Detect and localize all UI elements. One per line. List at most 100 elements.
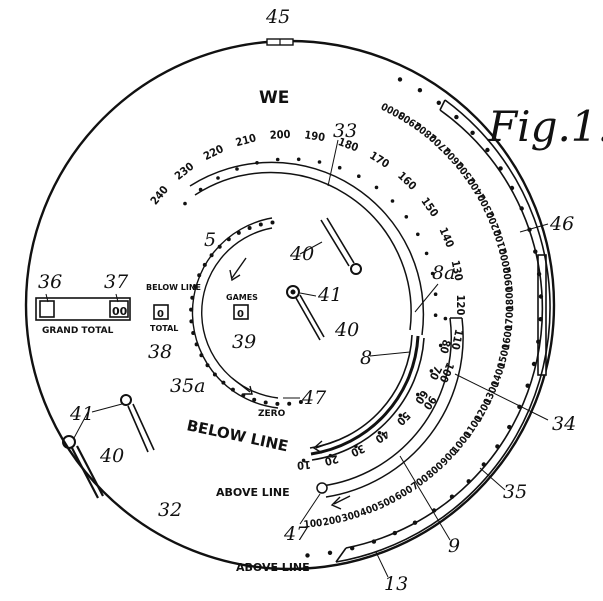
top-arc-label: 110 <box>449 328 466 351</box>
outer-scale-hole <box>507 424 512 430</box>
inner-arc-hole <box>221 380 226 385</box>
top-arc-hole <box>424 251 429 256</box>
top-arc-hole <box>275 157 280 162</box>
below-line-label: BELOW LINE <box>185 416 290 455</box>
outer-scale-hole <box>350 546 355 551</box>
top-arc-label: 190 <box>304 128 326 144</box>
inner-arc-hole <box>202 262 207 267</box>
above-line-slot-hole <box>328 453 333 458</box>
ref-9: 9 <box>448 535 460 557</box>
outer-scale-label: 200 <box>322 514 343 528</box>
top-arc-hole <box>416 232 420 237</box>
reference-numerals: 45 33 46 5 40 41 40 8a 36 37 38 39 35a 4… <box>38 6 576 595</box>
top-arc-label: 140 <box>437 225 457 249</box>
inner-arc-hole <box>205 363 210 368</box>
ref-41a: 41 <box>317 284 342 306</box>
above-line-inner-label: ABOVE LINE <box>216 486 290 499</box>
outer-scale-hole <box>466 479 471 484</box>
zero-label: ZERO <box>258 409 286 419</box>
outer-scale-hole <box>495 444 500 449</box>
top-arc-label: 80 <box>437 338 453 355</box>
games-label: GAMES <box>226 293 258 302</box>
top-arc-label: 240 <box>148 183 171 207</box>
top-arc-label: 70 <box>427 364 445 382</box>
outer-scale-holes <box>305 77 544 558</box>
top-arc-label: 160 <box>395 169 419 193</box>
outer-scale-slot <box>335 99 551 563</box>
ref-8: 8 <box>360 347 372 369</box>
outer-scale-hole <box>525 383 530 388</box>
top-arc-hole <box>183 201 187 206</box>
above-line-slot-holes <box>301 316 448 463</box>
outer-scale-hole <box>538 317 543 322</box>
outer-scale-hole <box>533 249 538 254</box>
outer-scale-hole <box>470 130 475 135</box>
top-arc-label: 200 <box>269 128 290 142</box>
ref-5: 5 <box>204 229 216 251</box>
ref-32: 32 <box>158 499 182 521</box>
inner-arc-hole <box>270 220 275 225</box>
below-line-total-window <box>153 304 169 320</box>
outer-scale-hole <box>449 494 455 499</box>
leader-lines <box>45 139 549 578</box>
top-arc-hole <box>296 157 301 162</box>
ref-45: 45 <box>265 6 290 28</box>
below-line-total-value: 0 <box>157 309 164 320</box>
outer-scale-label: 300 <box>340 509 361 525</box>
ref-8a: 8a <box>432 262 455 284</box>
outer-scale-hole <box>436 100 441 106</box>
inner-arc-hole <box>252 397 257 402</box>
inner-arc-hole <box>189 307 194 312</box>
ref-37: 37 <box>104 271 129 293</box>
games-value: 0 <box>237 309 244 320</box>
outer-scale-hole <box>412 520 418 525</box>
below-line-total-sub: TOTAL <box>150 324 178 333</box>
outer-scale-hole <box>498 166 503 171</box>
outer-scale-hole <box>305 553 310 558</box>
outer-scale-hole <box>485 147 490 153</box>
ref-40c: 40 <box>99 445 124 467</box>
above-line-slot-hole <box>398 413 403 418</box>
top-arc-holes <box>183 157 438 318</box>
top-arc-hole <box>433 292 438 297</box>
top-arc-hole <box>390 199 395 203</box>
above-line-outer-label: ABOVE LINE <box>236 561 310 574</box>
outer-scale-hole <box>538 294 544 299</box>
below-line-total-label: BELOW LINE <box>146 283 201 292</box>
above-line-slot-hole <box>438 343 443 348</box>
top-arc-hole <box>235 167 239 171</box>
inner-arc-hole <box>199 353 204 358</box>
above-line-slot-hole <box>377 431 382 435</box>
outer-scale-label: 1600 <box>501 324 516 350</box>
outer-scale-label: 400 <box>359 502 380 519</box>
inner-arc-hole <box>190 295 195 300</box>
games-window <box>233 304 249 320</box>
outer-scale-label: 1700 <box>504 305 516 331</box>
arrows <box>229 257 351 510</box>
inner-arc-hole <box>193 284 197 289</box>
above-line-slot-hole <box>429 369 434 373</box>
inner-arc-hole <box>209 253 214 258</box>
top-arc-hole <box>255 161 259 165</box>
outer-scale-hole <box>536 271 542 277</box>
top-arc-label: 20 <box>323 452 340 468</box>
left-pointers <box>62 394 155 499</box>
inner-arc-hole <box>275 401 280 406</box>
top-arc-hole <box>198 187 203 192</box>
ref-40b: 40 <box>334 319 359 341</box>
outer-scale-hole <box>397 77 403 82</box>
top-arc-hole <box>430 271 435 276</box>
inner-arc-hole <box>197 273 202 278</box>
outer-scale-hole <box>392 530 397 536</box>
outer-scale-label: 1800 <box>505 286 517 311</box>
outer-scale-hole <box>519 206 524 211</box>
top-arc-slot <box>189 161 425 336</box>
ref-41b: 41 <box>69 403 94 425</box>
outer-scale-hole <box>371 539 377 544</box>
top-word: WE <box>259 88 289 108</box>
top-arc-label: 150 <box>418 195 441 219</box>
outer-scale-hole <box>454 114 459 120</box>
top-arc-hole <box>337 165 342 170</box>
top-arc-label: 120 <box>454 295 467 316</box>
